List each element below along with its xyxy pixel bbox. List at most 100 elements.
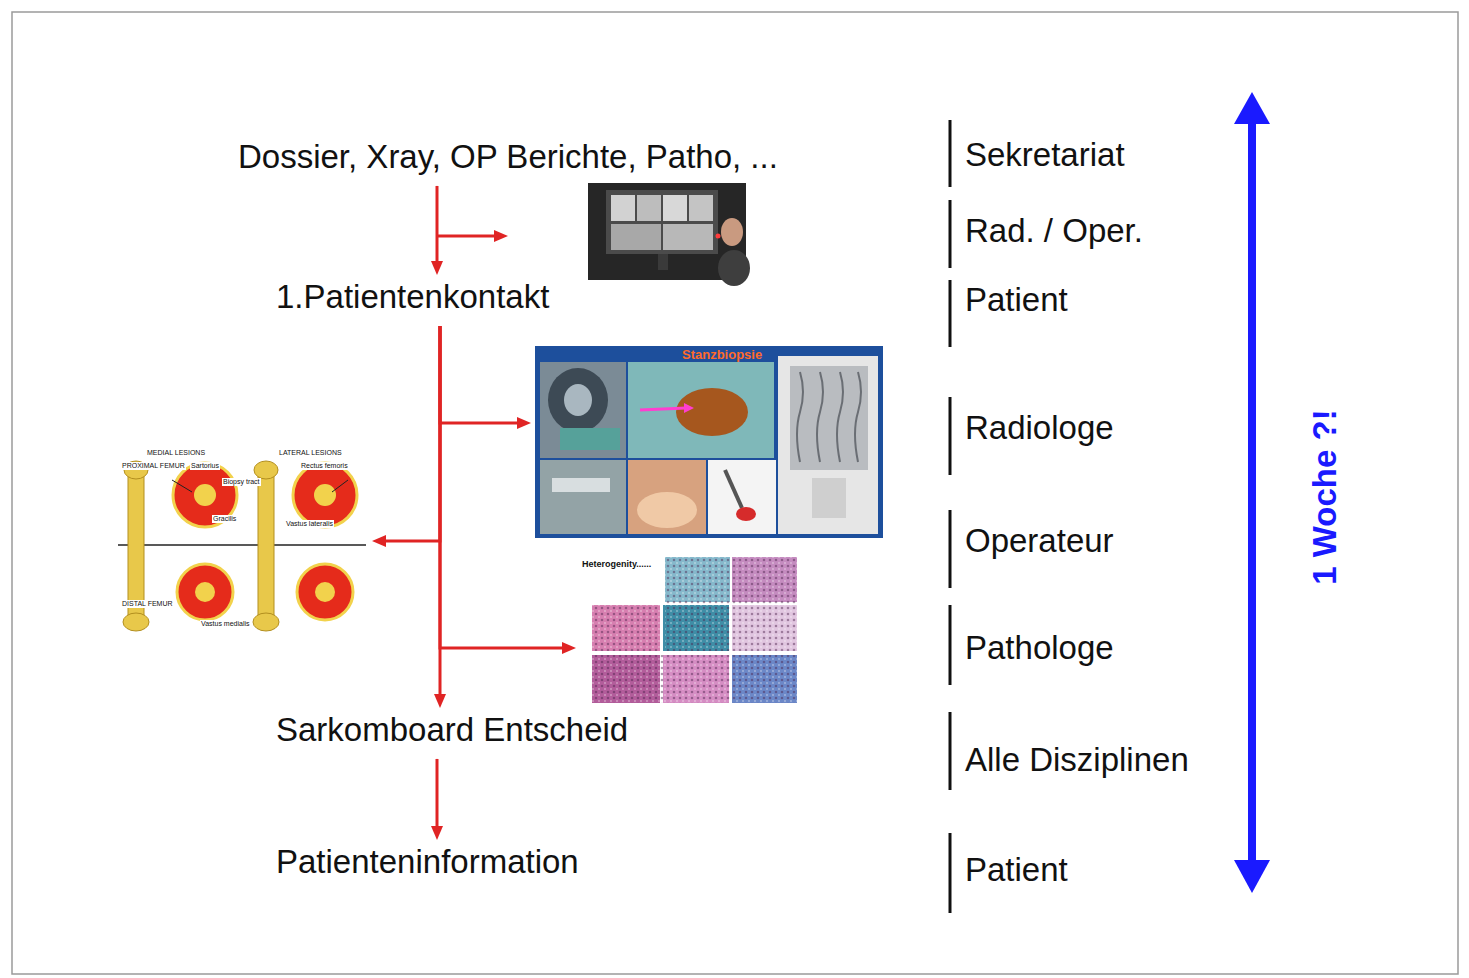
histology-collage-part	[592, 605, 660, 651]
biopsy-panel-part	[708, 460, 776, 534]
arrow-head	[434, 694, 446, 708]
flow-arrow	[440, 326, 531, 429]
thigh-anatomy-figure-part	[315, 582, 335, 602]
radiology-photo-part	[606, 190, 718, 254]
flow-arrow	[431, 759, 443, 840]
anatomy-label: PROXIMAL FEMUR	[121, 462, 186, 470]
thigh-anatomy-figure-part	[173, 463, 237, 527]
node-text: Patienteninformation	[276, 843, 579, 881]
flow-step: Patienteninformation	[272, 843, 583, 881]
flow-arrow	[431, 186, 443, 275]
histology-image: Heterogenity......	[580, 553, 802, 708]
step-bars-part	[949, 712, 952, 790]
biopsy-panel-part	[564, 384, 592, 416]
thigh-anatomy-figure-part	[314, 484, 336, 506]
step-bars-part	[949, 605, 952, 685]
thigh-anatomy-figure-part	[254, 461, 278, 479]
role-label: Sekretariat	[965, 136, 1125, 174]
biopsy-panel-part	[548, 368, 608, 432]
flow-arrow	[440, 326, 576, 654]
biopsy-panel-part	[540, 460, 626, 534]
biopsy-panel-part	[676, 388, 748, 436]
role-label: Rad. / Oper.	[965, 212, 1143, 250]
role-label: Patient	[965, 851, 1068, 889]
step-bars-part	[949, 833, 952, 913]
timespan-arrow-part	[1248, 118, 1256, 866]
radiology-photo-part	[611, 195, 635, 221]
biopsy-panel-part	[778, 356, 878, 534]
arrow-head	[517, 417, 531, 429]
histology-collage	[580, 553, 802, 708]
radiology-photo-part	[658, 254, 668, 270]
thigh-anatomy-figure	[118, 461, 366, 631]
arrow-line	[436, 759, 439, 826]
flow-arrow	[434, 326, 446, 708]
biopsy-image: Stanzbiopsie	[535, 346, 883, 538]
anatomy-label: Vastus lateralis	[285, 520, 334, 528]
biopsy-panel-part	[736, 507, 756, 521]
role-label: Patient	[965, 281, 1068, 319]
flow-step: 1.Patientenkontakt	[272, 278, 553, 316]
anatomy-label: Vastus medialis	[200, 620, 251, 628]
biopsy-panel-part	[552, 478, 610, 492]
biopsy-panel	[535, 346, 883, 538]
biopsy-panel-part	[535, 346, 883, 538]
thigh-anatomy-figure-part	[177, 564, 233, 620]
radiology-photo-part	[689, 195, 713, 221]
arrow-line	[386, 326, 440, 541]
node-text: 1.Patientenkontakt	[276, 278, 549, 316]
thigh-anatomy-figure-part	[123, 613, 149, 631]
anatomy-label: Rectus femoris	[300, 462, 349, 470]
thigh-anatomy-figure-part	[297, 564, 353, 620]
flow-step: Dossier, Xray, OP Berichte, Patho, ...	[234, 138, 782, 176]
step-bars-part	[949, 280, 952, 347]
thigh-anatomy-figure-part	[195, 582, 215, 602]
page-border	[12, 12, 1458, 974]
node-text: Stanzbiopsie	[682, 348, 762, 363]
histology-collage-part	[592, 655, 797, 703]
step-bars-part	[949, 397, 952, 475]
timespan-arrow-part	[1234, 860, 1270, 893]
arrow-line	[440, 326, 517, 423]
step-bars-part	[949, 120, 952, 187]
thigh-anatomy-figure-part	[118, 544, 366, 546]
biopsy-panel-part	[797, 372, 861, 462]
arrow-head	[562, 642, 576, 654]
histology-collage-part	[592, 605, 660, 651]
anatomy-label: Sartorius	[190, 462, 220, 470]
node-text: Sarkomboard Entscheid	[276, 711, 628, 749]
timespan-arrow-part	[1234, 92, 1270, 124]
biopsy-panel-part	[637, 492, 697, 528]
radiology-photo-part	[637, 195, 661, 221]
thigh-anatomy-figure-part	[172, 480, 192, 492]
role-label: Alle Disziplinen	[965, 741, 1189, 779]
radiology-photo-part	[611, 224, 661, 250]
histology-collage-part	[580, 553, 802, 708]
arrow-head	[431, 261, 443, 275]
photo-branch-arrow-part	[494, 230, 508, 242]
step-bars	[949, 120, 952, 913]
arrow-head	[431, 826, 443, 840]
radiology-photo	[588, 183, 750, 286]
step-bars-part	[949, 200, 952, 268]
anatomy-label: DISTAL FEMUR	[121, 600, 174, 608]
radiology-photo-part	[716, 234, 721, 239]
node-text: MEDIAL LESIONS	[146, 449, 206, 457]
flow-step: Sarkomboard Entscheid	[272, 711, 632, 749]
role-label: Radiologe	[965, 409, 1114, 447]
biopsy-panel-part	[628, 362, 774, 458]
arrow-head	[372, 535, 386, 547]
biopsy-panel-part	[560, 428, 620, 450]
biopsy-panel-part	[640, 408, 686, 410]
node-text: Heterogenity......	[582, 559, 651, 569]
radiology-photo-part	[718, 250, 750, 286]
arrow-line	[436, 186, 439, 261]
thigh-anatomy-figure-part	[258, 468, 274, 623]
histology-collage-part	[665, 557, 797, 651]
photo-branch-arrow-part	[437, 235, 494, 238]
biopsy-panel-part	[725, 470, 742, 508]
step-bars-part	[949, 510, 952, 588]
biopsy-panel-part	[628, 460, 706, 534]
role-label: Operateur	[965, 522, 1114, 560]
